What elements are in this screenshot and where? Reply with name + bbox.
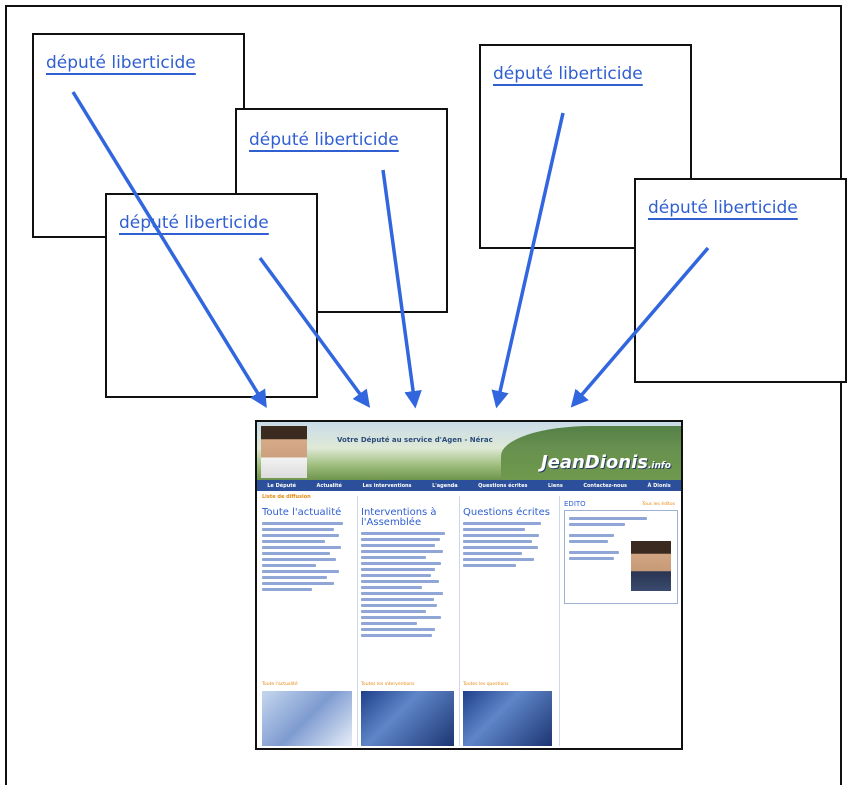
- outer-frame: [5, 5, 842, 785]
- deputy-photo: [261, 426, 307, 478]
- column-photo: [262, 691, 352, 746]
- section-heading: Liste de diffusion: [262, 494, 311, 500]
- arrow-e: [570, 246, 710, 408]
- deputy-liberticide-label-b[interactable]: député liberticide: [249, 130, 399, 150]
- website-screenshot: Votre Député au service d'Agen - Nérac J…: [255, 420, 683, 750]
- nav-item[interactable]: Questions écrites: [478, 482, 528, 489]
- column-news: Toute l'actualité Toute l'actualité: [259, 496, 355, 746]
- annotation-box-c: [105, 193, 318, 398]
- deputy-liberticide-label-d[interactable]: député liberticide: [493, 64, 643, 84]
- nav-item[interactable]: Le Député: [267, 482, 297, 489]
- column-link[interactable]: Toutes les questions: [463, 682, 509, 687]
- site-tagline: Votre Député au service d'Agen - Nérac: [337, 436, 493, 444]
- column-photo: [463, 691, 552, 746]
- arrow-a: [71, 91, 267, 408]
- nav-item[interactable]: Liens: [547, 482, 563, 489]
- nav-item[interactable]: Les interventions: [362, 482, 412, 489]
- column-questions: Questions écrites Toutes les questions: [459, 496, 555, 746]
- nav-item[interactable]: À Dionis: [647, 482, 671, 489]
- nav-item[interactable]: Actualité: [316, 482, 342, 489]
- site-header: Votre Député au service d'Agen - Nérac J…: [257, 422, 681, 480]
- column-link[interactable]: Toute l'actualité: [262, 682, 298, 687]
- edito-photo: [631, 541, 671, 591]
- edito-title: EDITO: [564, 500, 586, 508]
- deputy-liberticide-label-a[interactable]: député liberticide: [46, 53, 196, 73]
- annotation-box-e: [634, 178, 847, 383]
- site-nav: Le Député Actualité Les interventions L'…: [257, 480, 681, 491]
- column-title: Toute l'actualité: [262, 507, 342, 518]
- column-photo: [361, 691, 454, 746]
- nav-item[interactable]: Contactez-nous: [583, 482, 628, 489]
- site-logo[interactable]: JeanDionis.info: [540, 452, 671, 473]
- edito-panel: [564, 510, 678, 604]
- nav-item[interactable]: L'agenda: [432, 482, 458, 489]
- edito-link[interactable]: Tous les éditos: [642, 502, 675, 507]
- arrow-d: [491, 112, 565, 409]
- column-interventions: Interventions à l'Assemblée Toutes les i…: [357, 496, 457, 746]
- arrow-c: [258, 256, 371, 408]
- column-title: Interventions à l'Assemblée: [361, 507, 437, 528]
- arrow-b: [381, 169, 422, 409]
- column-link[interactable]: Toutes les interventions: [361, 682, 415, 687]
- column-edito: EDITO Tous les éditos: [559, 496, 679, 746]
- deputy-liberticide-label-e[interactable]: député liberticide: [648, 198, 798, 218]
- column-title: Questions écrites: [463, 507, 550, 518]
